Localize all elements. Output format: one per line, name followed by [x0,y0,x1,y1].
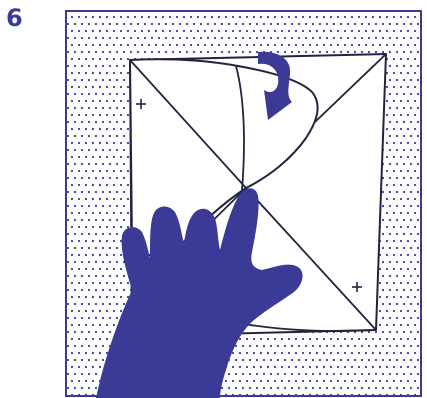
origami-fold-illustration [0,0,427,398]
